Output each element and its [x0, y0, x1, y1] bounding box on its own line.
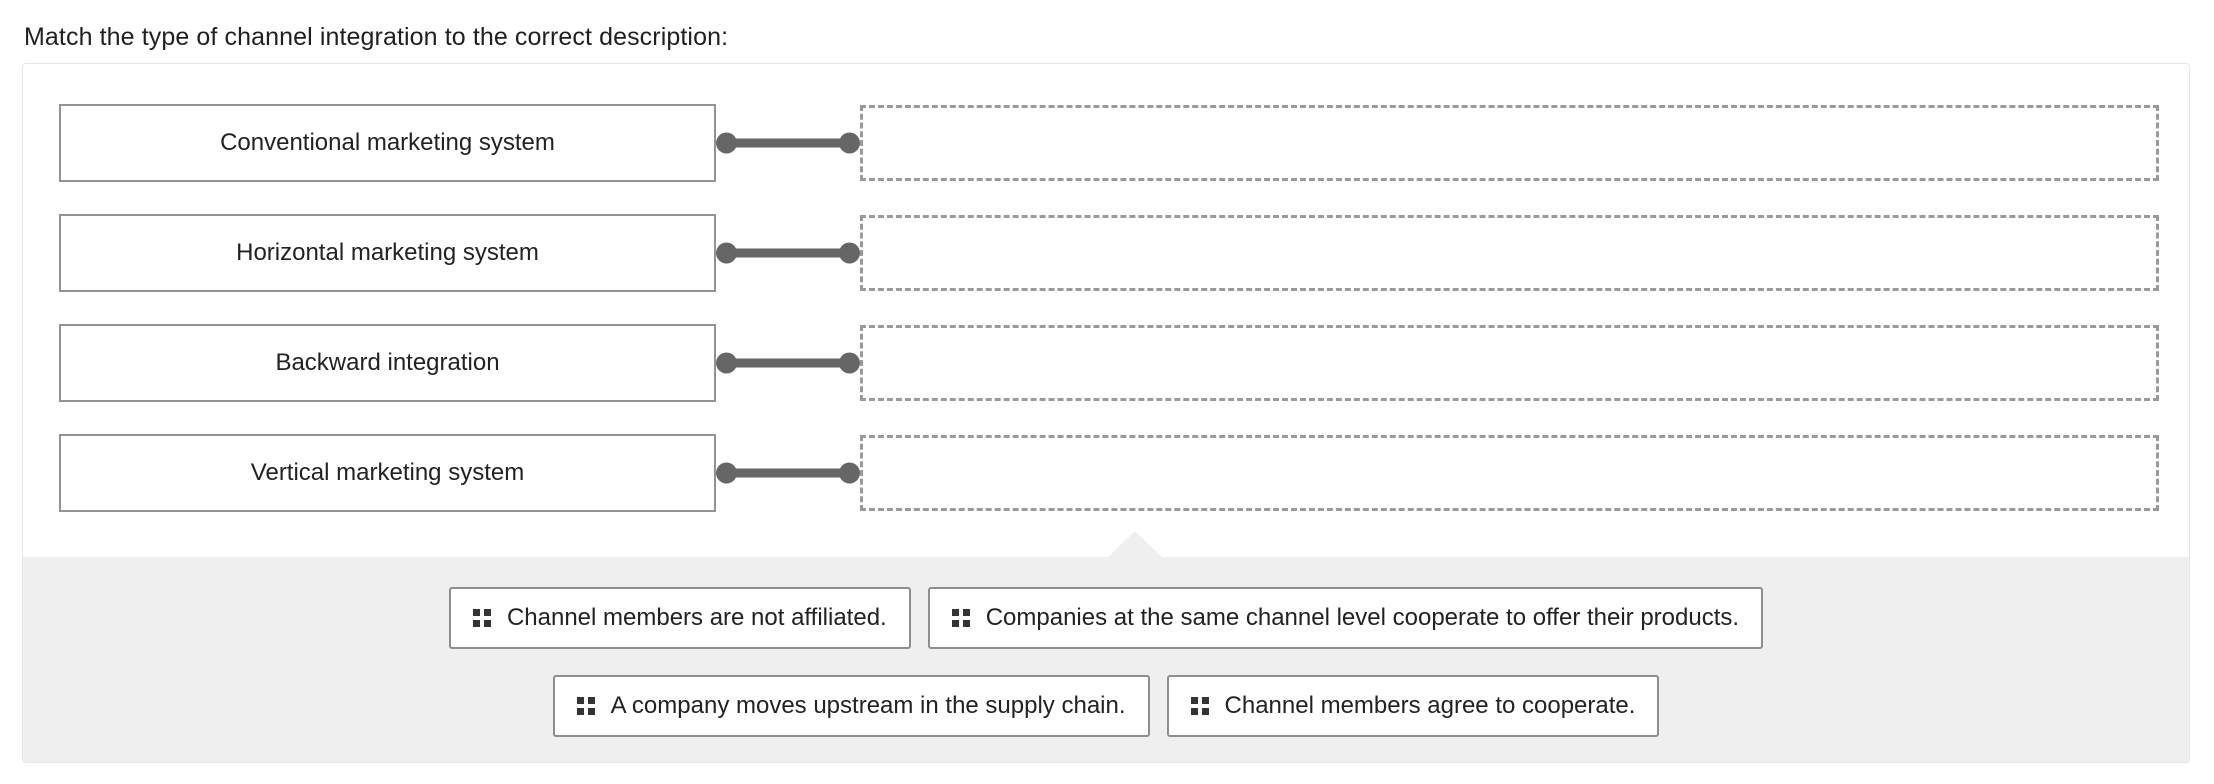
match-row: Conventional marketing system — [23, 104, 2189, 182]
term-box[interactable]: Backward integration — [59, 324, 716, 402]
answer-bank-tray: Channel members are not affiliated. Comp… — [23, 531, 2189, 762]
connector-line — [716, 132, 860, 154]
answer-bank-rows: Channel members are not affiliated. Comp… — [23, 557, 2189, 737]
drag-handle-icon[interactable] — [1190, 697, 1209, 715]
tray-notch-arrow — [1108, 531, 1162, 557]
connector-knob-right — [839, 132, 860, 154]
answer-chip-label: A company moves upstream in the supply c… — [610, 692, 1126, 719]
draggable-answer-chip[interactable]: A company moves upstream in the supply c… — [552, 675, 1150, 737]
connector-bar — [723, 248, 853, 258]
connector-knob-right — [839, 242, 860, 264]
drag-handle-icon[interactable] — [472, 609, 491, 627]
answer-chip-label: Channel members agree to cooperate. — [1224, 692, 1636, 719]
drop-zone[interactable] — [860, 435, 2159, 511]
draggable-answer-chip[interactable]: Companies at the same channel level coop… — [927, 587, 1764, 649]
connector-line — [716, 462, 860, 484]
term-label: Backward integration — [275, 349, 500, 376]
term-label: Horizontal marketing system — [236, 239, 539, 266]
connector-bar — [723, 358, 853, 368]
connector-line — [716, 352, 860, 374]
term-box[interactable]: Vertical marketing system — [59, 434, 716, 512]
term-box[interactable]: Horizontal marketing system — [59, 214, 716, 292]
match-row: Horizontal marketing system — [23, 214, 2189, 292]
draggable-answer-chip[interactable]: Channel members agree to cooperate. — [1166, 675, 1660, 737]
answer-bank-row: Channel members are not affiliated. Comp… — [23, 587, 2189, 649]
term-label: Conventional marketing system — [220, 129, 555, 156]
connector-line — [716, 242, 860, 264]
connector-bar — [723, 138, 853, 148]
drop-zone[interactable] — [860, 325, 2159, 401]
drop-zone[interactable] — [860, 105, 2159, 181]
question-prompt: Match the type of channel integration to… — [24, 23, 729, 51]
matching-question-card: Conventional marketing system Horizontal… — [22, 63, 2190, 763]
drop-zone[interactable] — [860, 215, 2159, 291]
answer-bank-row: A company moves upstream in the supply c… — [23, 675, 2189, 737]
draggable-answer-chip[interactable]: Channel members are not affiliated. — [448, 587, 911, 649]
connector-knob-right — [839, 462, 860, 484]
answer-chip-label: Companies at the same channel level coop… — [985, 604, 1740, 631]
connector-bar — [723, 468, 853, 478]
term-box[interactable]: Conventional marketing system — [59, 104, 716, 182]
connector-knob-right — [839, 352, 860, 374]
match-row: Vertical marketing system — [23, 434, 2189, 512]
drag-handle-icon[interactable] — [951, 609, 970, 627]
matching-area: Conventional marketing system Horizontal… — [23, 64, 2189, 559]
term-label: Vertical marketing system — [250, 459, 525, 486]
answer-chip-label: Channel members are not affiliated. — [506, 604, 887, 631]
match-row: Backward integration — [23, 324, 2189, 402]
drag-handle-icon[interactable] — [576, 697, 595, 715]
